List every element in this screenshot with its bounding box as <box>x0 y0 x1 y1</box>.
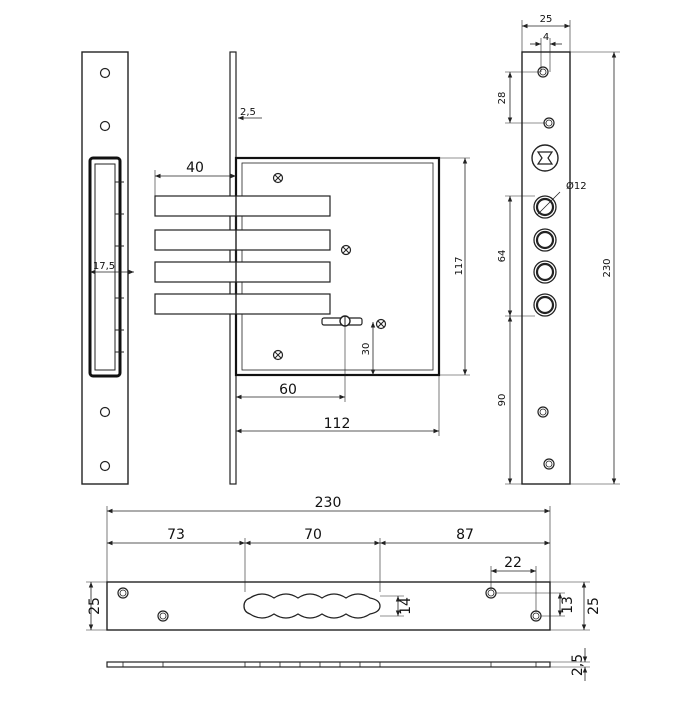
dim-bolt-length: 40 <box>186 160 204 176</box>
brand-logo <box>531 144 559 172</box>
case-screw <box>272 349 284 361</box>
dim-bolt-diameter: Ø12 <box>566 180 587 192</box>
dim-depth: 112 <box>324 416 351 432</box>
lock-side-view: 2,5 40 117 30 60 112 <box>154 51 470 485</box>
dim-key-offset: 30 <box>361 343 372 356</box>
faceplate-outline <box>521 51 571 485</box>
faceplate-front-view: 25 4 28 Ø12 64 <box>497 14 620 485</box>
bolt-hole <box>533 228 557 252</box>
case-screw <box>375 318 387 330</box>
dim-backset: 60 <box>279 382 297 398</box>
dim-lock-height: 117 <box>454 256 465 275</box>
dim-lower-spacing: 90 <box>497 394 508 407</box>
dim-screw-spacing: 28 <box>497 92 508 105</box>
bolt-hole <box>533 293 557 317</box>
dim-faceplate-thickness: 2,5 <box>240 107 256 118</box>
dim-seg-mid: 70 <box>304 527 322 543</box>
strike-plate-bottom-view: 230 73 70 87 14 22 13 <box>86 495 602 631</box>
screw-hole <box>99 120 111 132</box>
bolt <box>154 229 331 251</box>
case-screw <box>272 172 284 184</box>
bolt-slot <box>243 593 381 619</box>
screw-hole <box>117 587 129 599</box>
dim-height-right: 25 <box>586 597 602 615</box>
screw-hole <box>543 458 555 470</box>
dim-edge-thickness: 2,5 <box>570 654 586 676</box>
screw-hole <box>99 406 111 418</box>
screw-hole <box>537 406 549 418</box>
dim-hole-spacing: 22 <box>504 555 522 571</box>
dim-faceplate-width: 25 <box>540 14 553 25</box>
dim-strike-width: 17,5 <box>93 261 115 272</box>
dim-bottom-length: 230 <box>315 495 342 511</box>
strike-plate-edge-view: 2,5 <box>106 648 590 681</box>
screw-hole <box>99 460 111 472</box>
dim-offset: 4 <box>543 32 549 43</box>
bolt <box>154 261 331 283</box>
screw-hole <box>99 67 111 79</box>
screw-hole <box>157 610 169 622</box>
bolt-hole <box>533 195 557 219</box>
dim-seg-right: 87 <box>456 527 474 543</box>
dim-faceplate-length: 230 <box>602 258 613 277</box>
bolt <box>154 293 331 315</box>
bolt-hole <box>533 260 557 284</box>
edge-plate-outline <box>106 661 551 668</box>
dim-hole-offset: 13 <box>560 596 576 614</box>
case-screw <box>340 244 352 256</box>
strike-pocket-inner <box>94 163 116 371</box>
strike-plate-front-view: 17,5 <box>81 51 134 485</box>
dim-slot-height: 14 <box>398 597 414 615</box>
dim-seg-left: 73 <box>167 527 185 543</box>
dim-bolt-spacing: 64 <box>497 250 508 263</box>
bolt <box>154 195 331 217</box>
strike-pocket <box>88 156 122 378</box>
dim-height-left: 25 <box>87 597 103 615</box>
